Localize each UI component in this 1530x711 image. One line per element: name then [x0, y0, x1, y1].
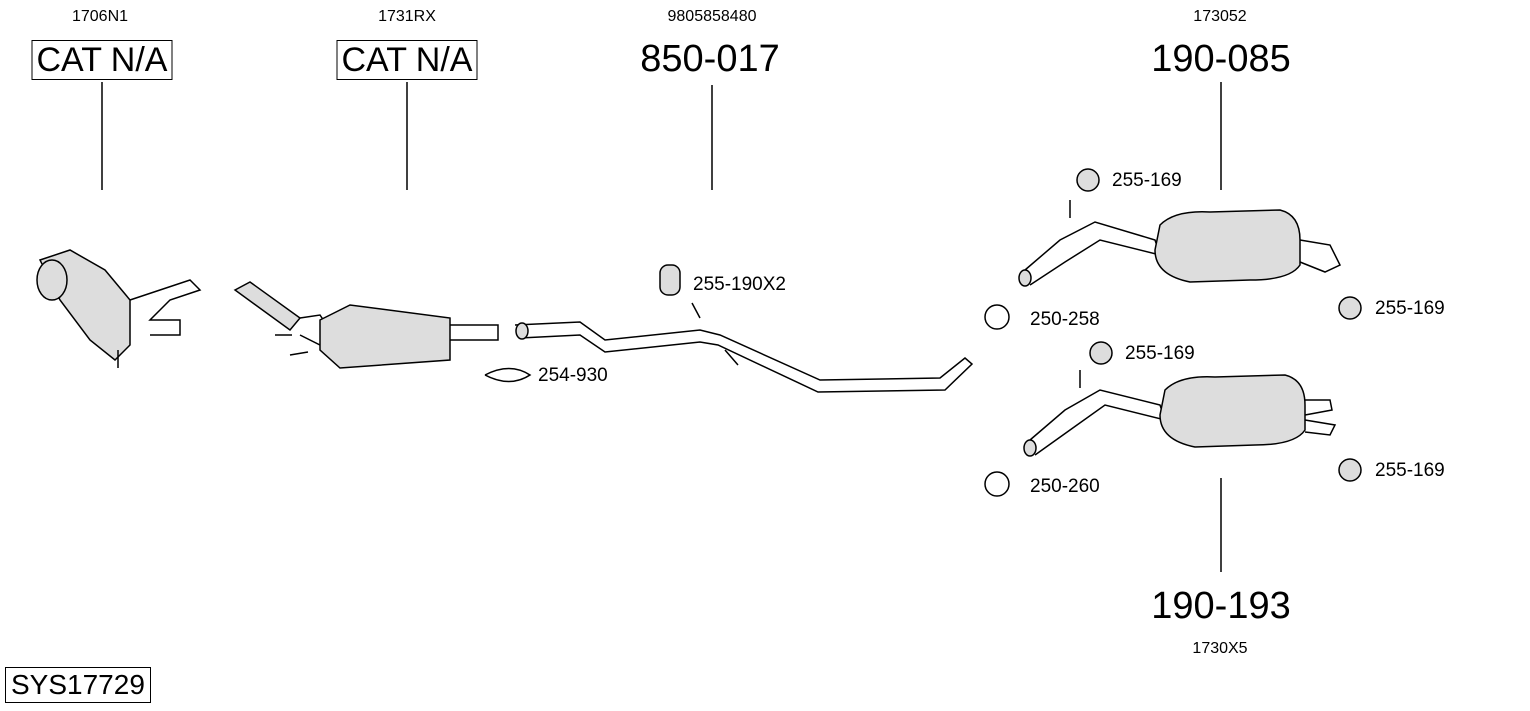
system-id-label: SYS17729	[5, 667, 151, 703]
middle-pipe-drawing	[514, 302, 974, 393]
part-ref-2: 1731RX	[378, 8, 436, 25]
leader-lines	[101, 82, 1222, 572]
part-number-3[interactable]: 850-017	[640, 38, 780, 80]
part-ref-3: 9805858480	[667, 8, 757, 25]
part-number-5[interactable]: 190-193	[1151, 585, 1291, 627]
fitting-icons	[484, 168, 1362, 497]
fitting-label[interactable]: 255-169	[1125, 343, 1195, 364]
fitting-label[interactable]: 254-930	[538, 365, 608, 386]
fitting-label[interactable]: 255-169	[1375, 460, 1445, 481]
part-ref-1: 1706N1	[71, 8, 129, 25]
catalyst-2-drawing	[233, 281, 499, 369]
catalyst-1-drawing	[36, 249, 202, 368]
fitting-label[interactable]: 250-260	[1030, 476, 1100, 497]
rear-silencer-1-drawing	[1018, 200, 1342, 287]
part-number-2[interactable]: CAT N/A	[336, 40, 478, 80]
part-ref-4: 173052	[1193, 8, 1247, 25]
fitting-label[interactable]: 255-190X2	[693, 274, 786, 295]
fitting-label[interactable]: 250-258	[1030, 309, 1100, 330]
part-number-4[interactable]: 190-085	[1151, 38, 1291, 80]
part-ref-5: 1730X5	[1192, 640, 1248, 657]
part-number-1[interactable]: CAT N/A	[31, 40, 173, 80]
rear-silencer-2-drawing	[1023, 370, 1337, 457]
fitting-label[interactable]: 255-169	[1112, 170, 1182, 191]
fitting-label[interactable]: 255-169	[1375, 298, 1445, 319]
